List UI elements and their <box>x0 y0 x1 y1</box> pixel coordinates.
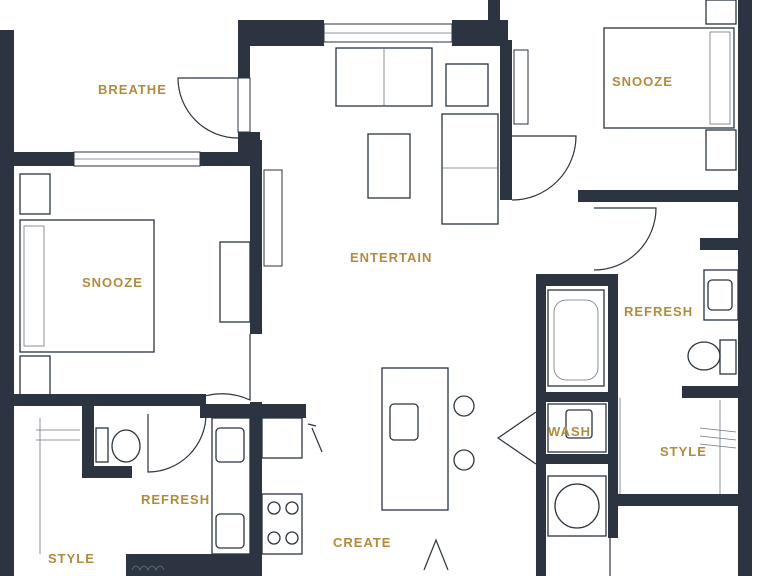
dresser-left <box>219 241 251 323</box>
room-label-refresh-right: REFRESH <box>624 304 694 319</box>
bedroom-right-furniture <box>603 0 737 171</box>
wall-style-left-divider <box>82 406 94 478</box>
counter-top <box>261 417 303 459</box>
cooktop <box>261 493 303 555</box>
room-label-create: CREATE <box>333 535 392 550</box>
sink-left-2 <box>215 513 245 549</box>
bed-right <box>603 27 735 129</box>
armchair-sofa <box>441 113 499 225</box>
closet-left-hangers <box>131 565 165 571</box>
bathtub <box>547 289 605 387</box>
window-breathe-side <box>237 77 251 133</box>
kitchen <box>261 367 475 555</box>
wall-left-outer <box>0 30 14 576</box>
door-snooze-tr <box>511 135 577 201</box>
room-label-snooze-left: SNOOZE <box>82 275 143 290</box>
door-pantry <box>307 423 323 453</box>
nightstand-right-top <box>705 0 737 25</box>
wall-refresh-left-bottom <box>82 466 132 478</box>
wall-refresh-right-bottom <box>682 386 738 398</box>
wall-kitchen-top <box>262 404 306 418</box>
bedroom-left-furniture <box>19 173 251 397</box>
bath-right-fixtures <box>547 269 739 537</box>
coffee-table <box>367 133 411 199</box>
toilet-left <box>111 429 141 463</box>
room-label-style-right: STYLE <box>660 444 707 459</box>
dryer <box>547 475 607 537</box>
pillow-right <box>709 31 731 125</box>
walls <box>0 0 752 576</box>
wall-tub-bottom <box>546 392 618 402</box>
stool-2 <box>453 449 475 471</box>
stool-1 <box>453 395 475 417</box>
wall-bath-top <box>536 274 610 286</box>
vanity-left <box>211 417 251 555</box>
wall-top-left <box>0 30 14 40</box>
wall-snooze-tr-bottom <box>578 190 738 202</box>
wall-right-outer <box>738 0 752 576</box>
door-refresh-left <box>147 413 207 473</box>
room-label-wash: WASH <box>548 424 591 439</box>
closet-tr-bifold <box>513 49 529 125</box>
wall-bath-left <box>536 274 546 576</box>
wall-refresh-left-top <box>200 404 260 418</box>
toilet-left-tank <box>95 427 109 463</box>
wall-style-right-bottom <box>618 494 738 506</box>
island-sink <box>389 403 419 441</box>
toilet-right <box>687 341 721 371</box>
nightstand-bottom <box>19 355 51 397</box>
wall-bath-right <box>608 274 618 538</box>
wall-snooze-tr-left <box>500 40 512 200</box>
nightstand-top <box>19 173 51 215</box>
door-wash <box>496 411 537 465</box>
nightstand-right <box>705 129 737 171</box>
wall-snooze-right-low <box>250 402 262 576</box>
sink-right <box>707 279 733 311</box>
living-furniture <box>335 47 499 225</box>
pillow-left <box>23 225 45 347</box>
bath-left-fixtures <box>95 417 251 555</box>
wall-breathe-bottom-a <box>14 152 74 166</box>
wall-snooze-right <box>250 140 262 334</box>
doors <box>147 77 657 576</box>
bed-left <box>19 219 155 353</box>
vanity-right <box>703 269 739 321</box>
kitchen-island <box>381 367 449 511</box>
wall-bottom-left <box>126 554 256 576</box>
room-label-style-left: STYLE <box>48 551 95 566</box>
room-label-breathe: BREATHE <box>98 82 167 97</box>
door-entry <box>423 538 449 571</box>
wall-top-right-stub <box>488 0 500 46</box>
wall-wash-bottom <box>546 454 618 464</box>
wash-sink <box>565 409 593 439</box>
sink-left-1 <box>215 427 245 463</box>
washer <box>547 403 607 453</box>
door-refresh-right <box>593 207 657 271</box>
wall-top-entertain-a <box>238 20 324 46</box>
windows <box>73 49 529 267</box>
room-label-refresh-left: REFRESH <box>141 492 211 507</box>
door-snooze-left <box>193 334 251 401</box>
room-label-snooze-top-right: SNOOZE <box>612 74 673 89</box>
closets <box>36 398 737 571</box>
wall-snooze-left-bottom <box>14 394 206 406</box>
wall-refresh-right-top <box>700 238 738 250</box>
toilet-right-tank <box>719 339 737 375</box>
closet-left-bifold <box>263 169 283 267</box>
door-breathe <box>177 77 239 139</box>
side-table <box>445 63 489 107</box>
room-label-entertain: ENTERTAIN <box>350 250 433 265</box>
